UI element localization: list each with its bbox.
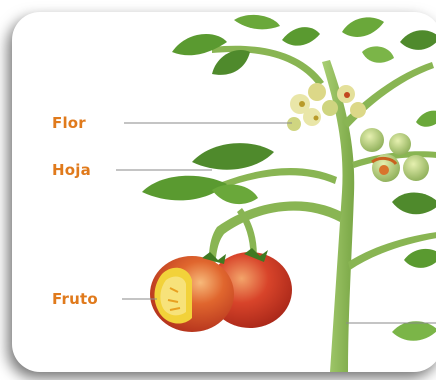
top-leaf-7	[362, 46, 394, 62]
leaf-1	[192, 143, 274, 170]
tomato-fruits	[150, 248, 292, 332]
right-leaf-3	[416, 111, 436, 127]
top-leaf-2	[212, 50, 250, 75]
leaf-label: Hoja	[52, 161, 91, 179]
fruit-label: Fruto	[52, 290, 98, 308]
top-leaf-3	[234, 15, 280, 30]
leaf-2	[142, 176, 227, 201]
diagram-card: Flor Hoja Fruto	[12, 12, 436, 372]
top-leaf-6	[400, 30, 436, 50]
top-leaf-4	[282, 27, 320, 46]
flower-cluster	[287, 83, 366, 131]
bottom-right-leaf	[392, 321, 436, 341]
leaf-branch	[222, 168, 337, 188]
top-leaf-5	[342, 17, 384, 37]
flower-label: Flor	[52, 114, 86, 132]
right-leaf-2	[404, 249, 436, 268]
leaf-3	[212, 184, 258, 204]
tomato-plant-illustration	[12, 12, 436, 372]
right-leaf-1	[392, 192, 436, 214]
